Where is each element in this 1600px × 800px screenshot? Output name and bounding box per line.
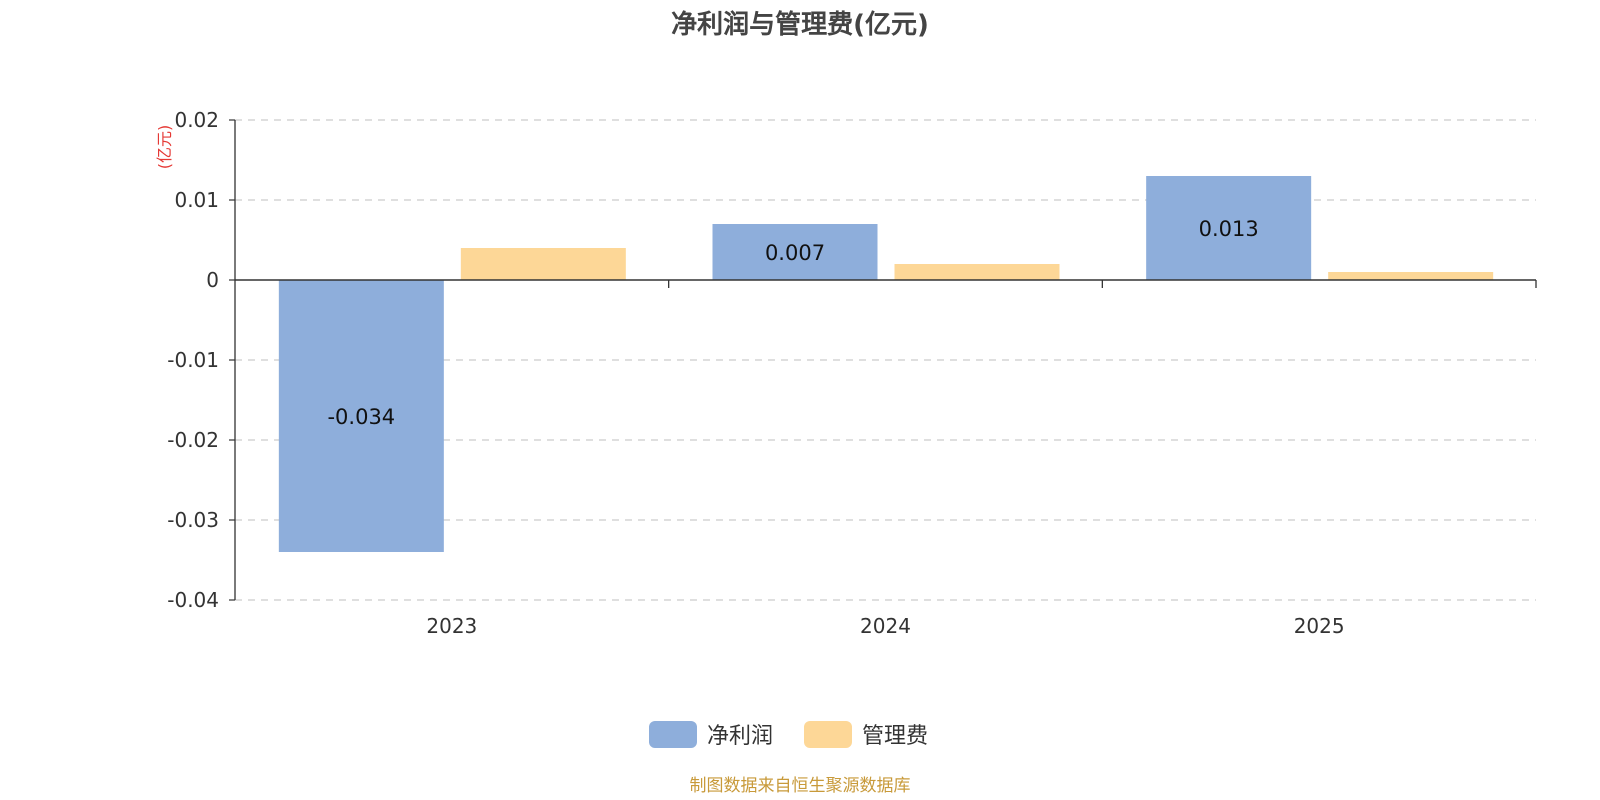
x-tick-label: 2025 <box>1294 614 1345 638</box>
bar-管理费-2023 <box>460 248 626 280</box>
y-tick-label: 0.02 <box>174 108 219 132</box>
axes: 0.02 0.01 0 -0.01 -0.02 -0.03 -0.04 2023 2024 202… <box>167 108 1537 638</box>
grid-lines <box>235 119 1536 601</box>
y-tick-label: 0.01 <box>174 188 219 212</box>
source-note: 制图数据来自恒生聚源数据库 <box>690 776 911 796</box>
legend-swatch <box>649 721 697 748</box>
data-label: -0.034 <box>327 405 395 429</box>
legend-label: 管理费 <box>862 724 928 749</box>
bar-净利润-2023 <box>278 280 444 552</box>
legend-item-净利润[interactable]: 净利润 <box>649 721 773 749</box>
legend[interactable]: 净利润 管理费 <box>649 721 928 749</box>
legend-item-管理费[interactable]: 管理费 <box>804 721 928 749</box>
data-label: 0.007 <box>765 241 825 265</box>
y-axis-unit-label: (亿元) <box>155 125 174 170</box>
bar-管理费-2025 <box>1328 272 1494 280</box>
bar-管理费-2024 <box>894 264 1060 280</box>
bar-净利润-2025 <box>1146 176 1312 280</box>
data-label: 0.013 <box>1199 217 1259 241</box>
legend-swatch <box>804 721 852 748</box>
chart-title: 净利润与管理费(亿元) <box>671 9 929 40</box>
bars <box>278 176 1494 552</box>
y-tick-label: 0 <box>206 268 219 292</box>
y-tick-label: -0.01 <box>167 348 219 372</box>
bar-净利润-2024 <box>712 224 878 280</box>
legend-label: 净利润 <box>707 724 773 749</box>
y-tick-label: -0.02 <box>167 428 219 452</box>
x-tick-label: 2023 <box>426 614 477 638</box>
x-tick-label: 2024 <box>860 614 911 638</box>
y-tick-label: -0.03 <box>167 508 219 532</box>
y-tick-label: -0.04 <box>167 588 219 612</box>
data-labels: -0.034 0.007 0.013 <box>327 217 1258 429</box>
